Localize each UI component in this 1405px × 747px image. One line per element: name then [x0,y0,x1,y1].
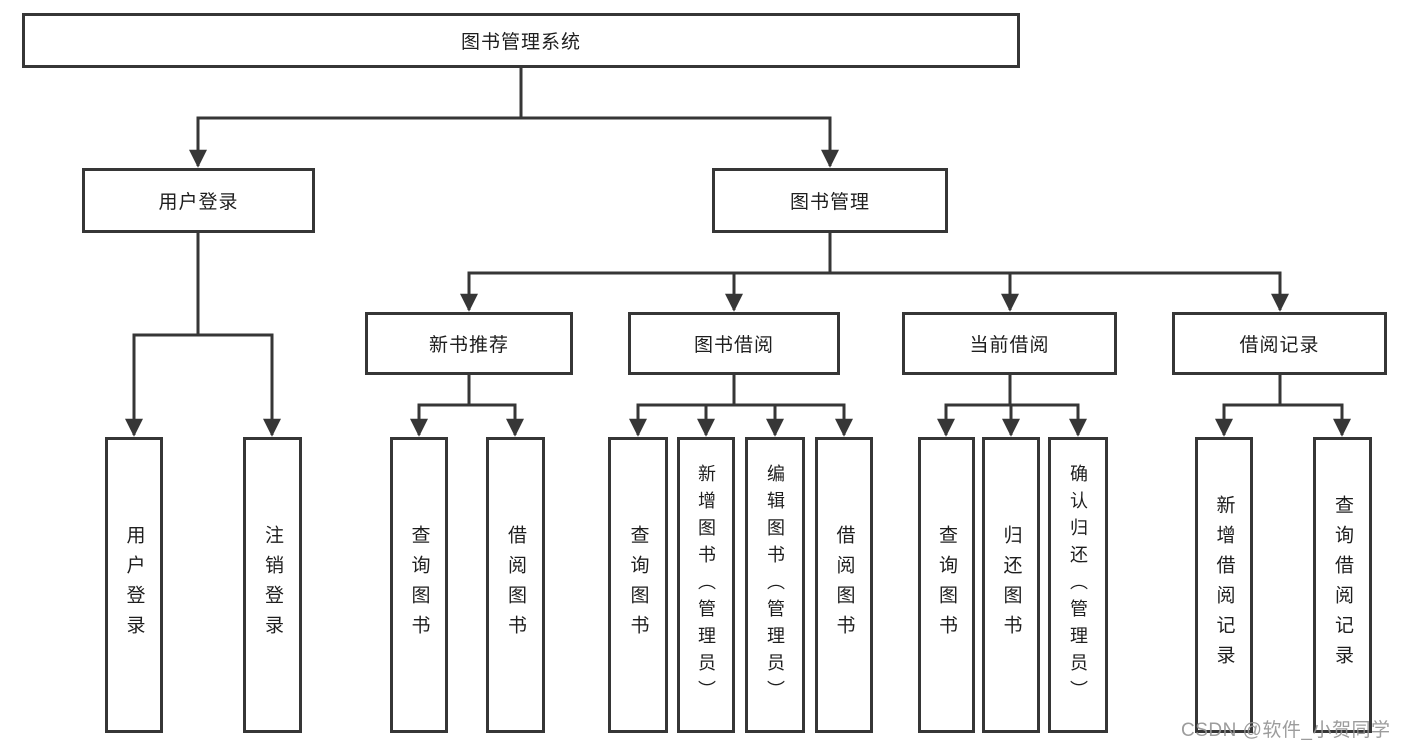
leaf-return-books: 归还图书 [982,437,1040,733]
node-label: 确认归还（管理员） [1068,463,1088,707]
node-label: 查询借阅记录 [1332,495,1353,675]
leaf-confirm-return-admin: 确认归还（管理员） [1048,437,1108,733]
watermark-text: CSDN @软件_小贺同学 [1181,720,1391,741]
leaf-borrow-books-recommend: 借阅图书 [486,437,545,733]
node-label: 新增图书（管理员） [696,463,716,707]
node-current-borrowing: 当前借阅 [902,312,1117,375]
node-library-system-root: 图书管理系统 [22,13,1020,68]
node-label: 借阅图书 [505,525,526,645]
leaf-query-borrow-record: 查询借阅记录 [1313,437,1372,733]
node-book-management: 图书管理 [712,168,948,233]
node-label: 借阅记录 [1239,335,1320,356]
node-book-borrowing: 图书借阅 [628,312,840,375]
leaf-query-books-recommend: 查询图书 [390,437,448,733]
node-label: 图书管理系统 [460,32,581,53]
leaf-edit-books-admin: 编辑图书（管理员） [745,437,805,733]
leaf-query-books-borrowing: 查询图书 [608,437,668,733]
node-user-login: 用户登录 [82,168,315,233]
leaf-logout: 注销登录 [243,437,302,733]
node-label: 新增借阅记录 [1213,495,1235,675]
node-label: 编辑图书（管理员） [765,463,785,707]
node-label: 借阅图书 [833,525,855,645]
node-label: 查询图书 [408,525,430,645]
node-label: 用户登录 [158,192,239,213]
node-label: 图书管理 [789,192,870,213]
leaf-add-borrow-record: 新增借阅记录 [1195,437,1253,733]
leaf-user-login: 用户登录 [105,437,163,733]
leaf-borrow-books: 借阅图书 [815,437,873,733]
node-label: 注销登录 [262,525,283,645]
node-new-book-recommend: 新书推荐 [365,312,573,375]
node-borrow-records: 借阅记录 [1172,312,1387,375]
node-label: 查询图书 [627,525,649,645]
node-label: 当前借阅 [969,335,1050,356]
leaf-add-books-admin: 新增图书（管理员） [677,437,735,733]
node-label: 图书借阅 [693,335,774,356]
leaf-query-books-current: 查询图书 [918,437,975,733]
node-label: 查询图书 [936,525,957,645]
node-label: 归还图书 [1000,525,1022,645]
node-label: 用户登录 [123,525,145,645]
node-label: 新书推荐 [428,335,509,356]
